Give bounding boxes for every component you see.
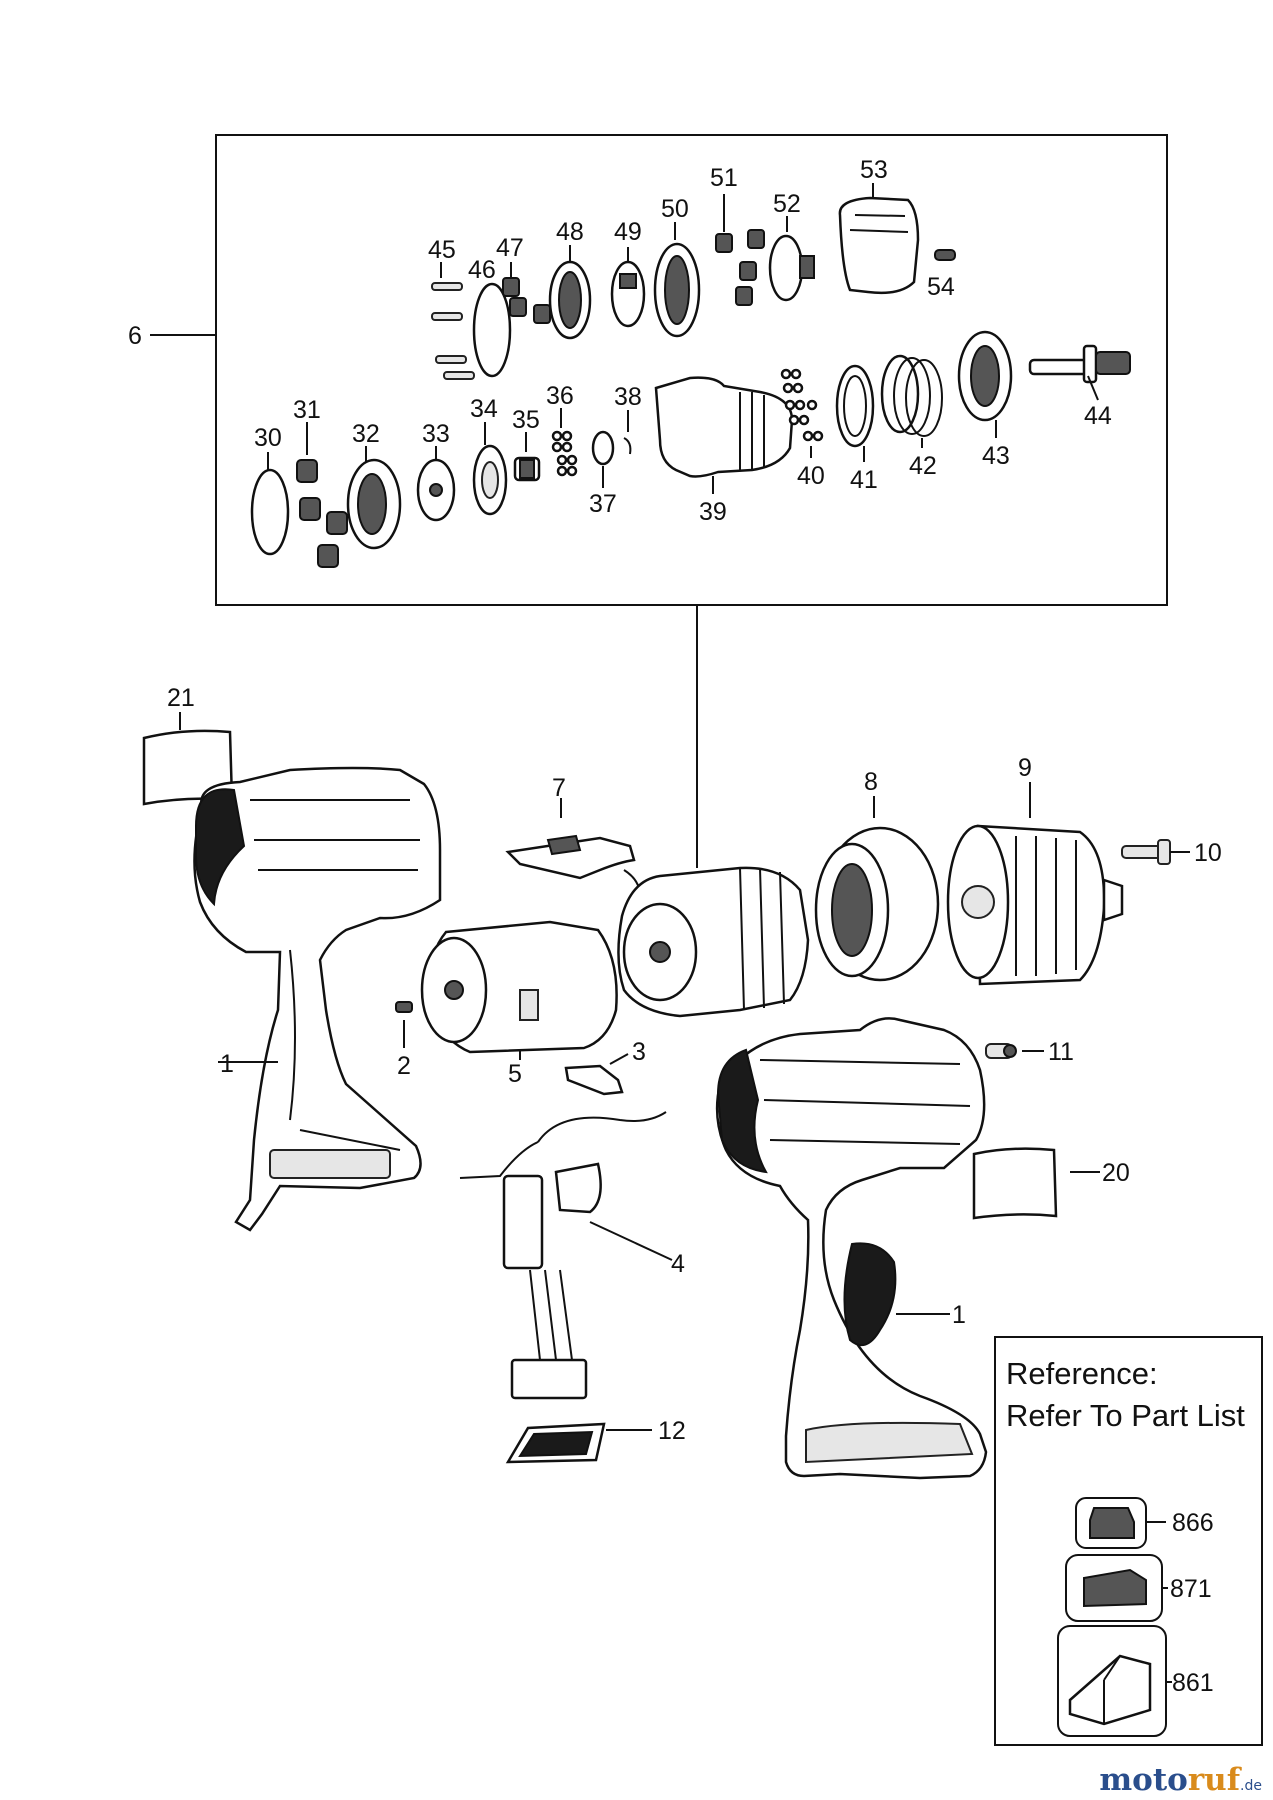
label-37: 37 xyxy=(589,490,617,518)
label-54: 54 xyxy=(927,273,955,301)
label-52: 52 xyxy=(773,190,801,218)
label-48: 48 xyxy=(556,218,584,246)
part-1-housing-right xyxy=(715,1017,988,1480)
part-38-clip xyxy=(623,410,632,455)
part-31-planet-gears xyxy=(296,422,348,568)
label-36: 36 xyxy=(546,382,574,410)
label-1a: 1 xyxy=(220,1050,234,1078)
label-31: 31 xyxy=(293,396,321,424)
reference-item-871-label: 871 xyxy=(1170,1575,1212,1603)
gearbox-inset-frame xyxy=(215,134,1168,606)
part-34-plate xyxy=(472,422,508,516)
label-50: 50 xyxy=(661,195,689,223)
part-4-switch-assembly xyxy=(459,1111,673,1400)
part-40-balls xyxy=(780,368,824,458)
part-47-planet-gears xyxy=(502,262,551,324)
label-49: 49 xyxy=(614,218,642,246)
part-2-pin xyxy=(395,1001,413,1048)
reference-item-861 xyxy=(1057,1625,1172,1737)
reference-item-866-label: 866 xyxy=(1172,1509,1214,1537)
label-8: 8 xyxy=(864,768,878,796)
label-4: 4 xyxy=(671,1250,685,1278)
part-51-planet-gears xyxy=(715,194,765,306)
label-47: 47 xyxy=(496,234,524,262)
label-21: 21 xyxy=(167,684,195,712)
part-3-switch-slider xyxy=(564,1053,629,1096)
label-20: 20 xyxy=(1102,1159,1130,1187)
part-7-bracket xyxy=(505,798,641,897)
part-32-ring-gear xyxy=(346,446,402,550)
label-10: 10 xyxy=(1194,839,1222,867)
part-20-label xyxy=(972,1147,1100,1220)
label-39: 39 xyxy=(699,498,727,526)
label-3: 3 xyxy=(632,1038,646,1066)
part-49-carrier xyxy=(610,247,646,328)
part-46-plate xyxy=(472,282,512,378)
label-30: 30 xyxy=(254,424,282,452)
label-43: 43 xyxy=(982,442,1010,470)
part-1-housing-left xyxy=(193,766,442,1232)
watermark-part1: motoruf.de xyxy=(1099,1762,1262,1798)
part-11-screw xyxy=(985,1043,1044,1059)
label-9: 9 xyxy=(1018,754,1032,782)
label-38: 38 xyxy=(614,383,642,411)
label-32: 32 xyxy=(352,420,380,448)
part-6-gearbox-assembly xyxy=(617,866,810,1018)
part-12-pad xyxy=(505,1422,652,1464)
part-45-screws xyxy=(431,262,475,380)
part-52-carrier xyxy=(768,216,815,302)
reference-box xyxy=(994,1336,1263,1746)
motoruf-watermark-logo: motoruf.de xyxy=(1099,1762,1262,1798)
part-42-spring xyxy=(880,354,943,448)
reference-item-861-label: 861 xyxy=(1172,1669,1214,1697)
label-45: 45 xyxy=(428,236,456,264)
label-46: 46 xyxy=(468,256,496,284)
part-43-clutch-ring xyxy=(957,330,1013,438)
part-37-washer xyxy=(591,430,615,488)
label-7: 7 xyxy=(552,774,566,802)
label-33: 33 xyxy=(422,420,450,448)
reference-title: Reference: xyxy=(1006,1356,1158,1391)
reference-item-871 xyxy=(1065,1554,1168,1622)
part-41-ring xyxy=(835,364,875,462)
label-11: 11 xyxy=(1048,1038,1074,1066)
part-8-clutch-collar xyxy=(814,796,940,982)
label-1b: 1 xyxy=(952,1301,966,1329)
part-10-chuck-screw xyxy=(1121,839,1190,865)
part-44-spindle xyxy=(1028,344,1131,401)
label-2: 2 xyxy=(397,1052,411,1080)
part-36-balls xyxy=(551,408,578,477)
reference-item-866 xyxy=(1075,1497,1166,1549)
label-12: 12 xyxy=(658,1417,686,1445)
label-53: 53 xyxy=(860,156,888,184)
part-5-motor xyxy=(420,920,618,1060)
part-33-carrier xyxy=(416,446,456,522)
label-5: 5 xyxy=(508,1060,522,1088)
label-35: 35 xyxy=(512,406,540,434)
part-54-pin xyxy=(934,249,956,261)
part-48-ring-gear xyxy=(548,245,592,340)
part-50-ring-gear xyxy=(653,222,701,338)
part-9-chuck xyxy=(946,782,1124,986)
part-30-washer xyxy=(250,452,290,556)
label-40: 40 xyxy=(797,462,825,490)
part-39-gearbox-body xyxy=(654,376,794,494)
label-44: 44 xyxy=(1084,402,1112,430)
part-53-gear-housing xyxy=(838,183,920,295)
label-6: 6 xyxy=(128,322,142,350)
label-51: 51 xyxy=(710,164,738,192)
label-41: 41 xyxy=(850,466,878,494)
label-42: 42 xyxy=(909,452,937,480)
part-35-sun-gear xyxy=(513,432,541,482)
label-34: 34 xyxy=(470,395,498,423)
reference-subtitle: Refer To Part List xyxy=(1006,1398,1245,1433)
